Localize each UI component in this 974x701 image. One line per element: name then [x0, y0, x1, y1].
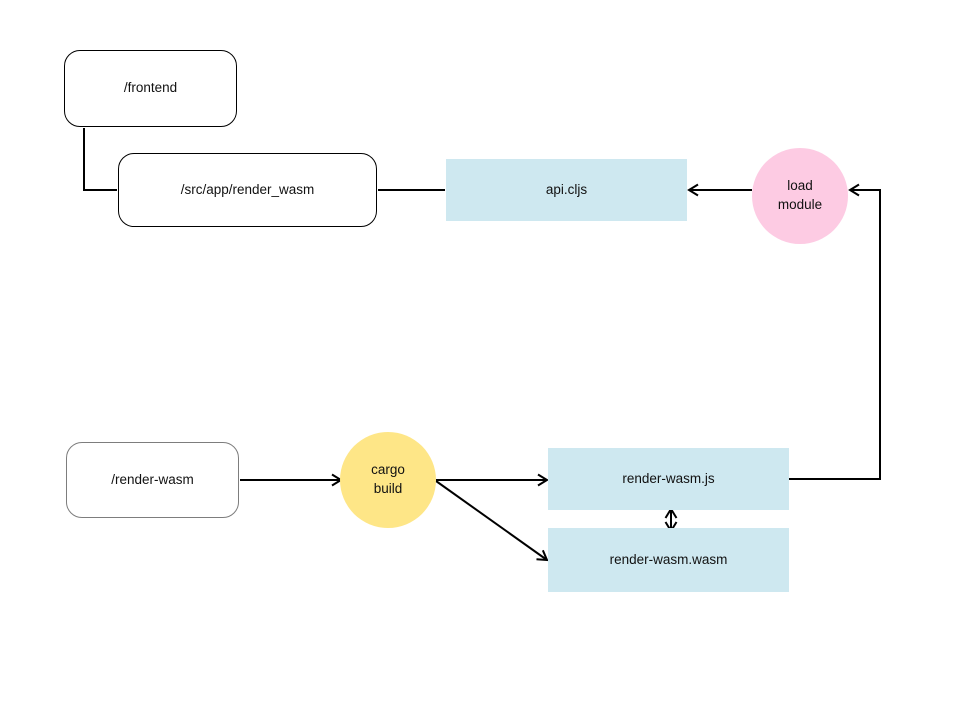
- node-cargo-build: cargo build: [340, 432, 436, 528]
- node-render-wasm-wasm: render-wasm.wasm: [548, 528, 789, 592]
- node-src-app-render-wasm: /src/app/render_wasm: [118, 153, 377, 227]
- node-render-wasm-dir: /render-wasm: [66, 442, 239, 518]
- node-frontend: /frontend: [64, 50, 237, 127]
- node-render-wasm-js-label: render-wasm.js: [622, 470, 715, 486]
- node-frontend-label: /frontend: [123, 80, 178, 96]
- node-cargo-build-label: cargo build: [371, 462, 405, 496]
- edge-cargo-build-to-render-wasm-wasm: [435, 480, 549, 562]
- node-render-wasm-js: render-wasm.js: [548, 448, 789, 510]
- node-src-app-render-wasm-label: /src/app/render_wasm: [180, 181, 315, 197]
- edge-frontend-to-src-app: [83, 128, 117, 191]
- node-render-wasm-wasm-label: render-wasm.wasm: [609, 551, 728, 567]
- node-load-module: load module: [752, 148, 848, 244]
- node-api-cljs-label: api.cljs: [545, 181, 588, 197]
- node-api-cljs: api.cljs: [446, 159, 687, 221]
- node-render-wasm-dir-label: /render-wasm: [111, 471, 194, 487]
- node-load-module-label: load module: [777, 178, 823, 212]
